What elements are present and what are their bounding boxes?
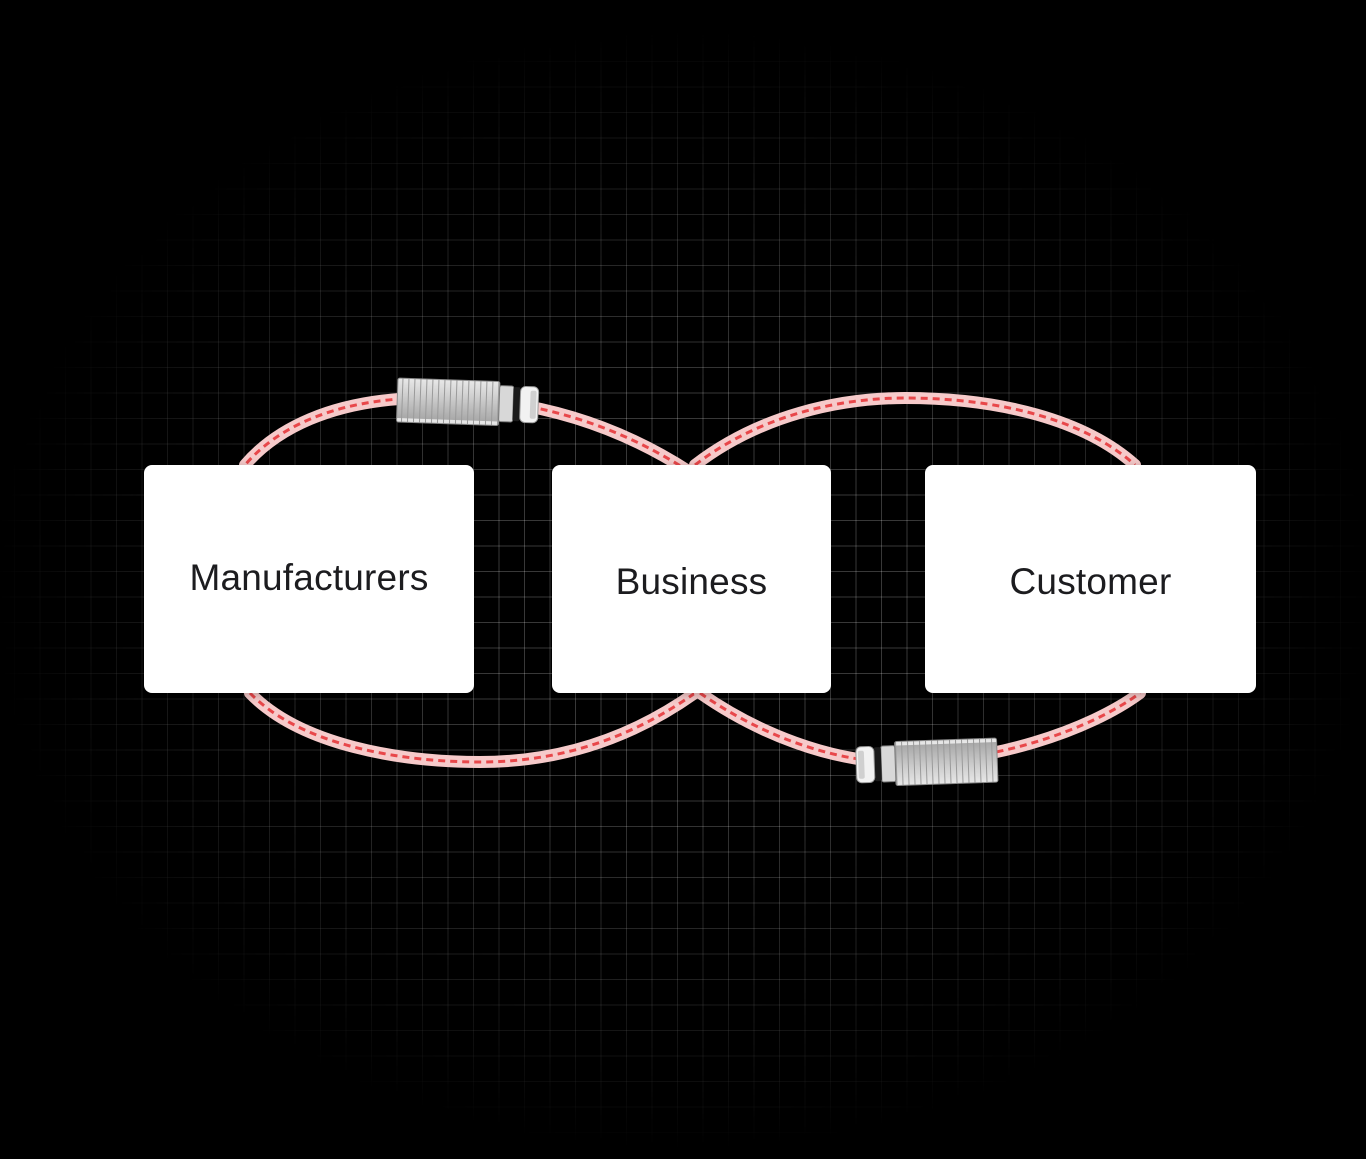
truck-icon xyxy=(396,377,540,426)
truck-icon xyxy=(855,737,999,786)
node-manufacturers: Manufacturers xyxy=(144,465,474,693)
node-label-manufacturers: Manufacturers xyxy=(189,557,429,598)
node-label-customer: Customer xyxy=(1009,561,1172,602)
node-business: Business xyxy=(552,465,831,693)
node-customer: Customer xyxy=(925,465,1256,693)
node-label-business: Business xyxy=(615,561,768,602)
